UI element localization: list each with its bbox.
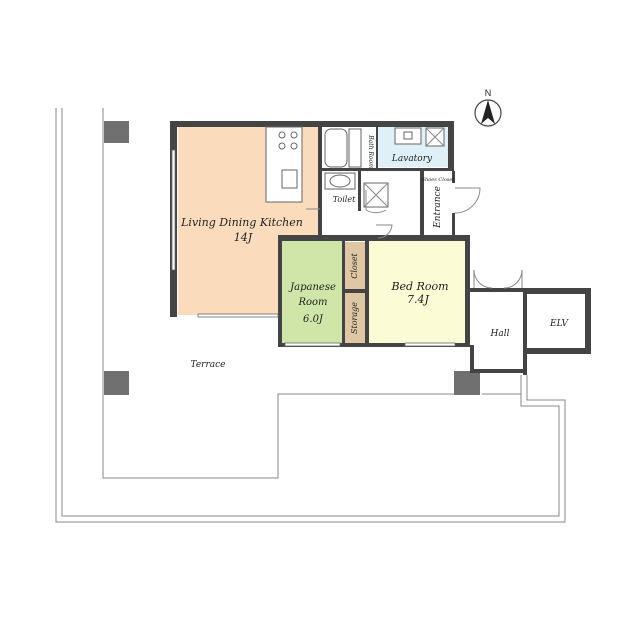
- japanese-size: 6.0J: [303, 314, 324, 325]
- windows: [171, 149, 456, 347]
- storage-label: Storage: [350, 302, 359, 334]
- washing-machine: [363, 182, 389, 208]
- toilet-label: Toilet: [333, 195, 356, 204]
- japanese-label-1: Japanese: [288, 282, 336, 293]
- closet-label: Closet: [350, 252, 359, 278]
- bedroom-fill: [369, 241, 465, 345]
- japanese-room-fill: [282, 241, 342, 345]
- toilet-fixture: [324, 172, 356, 190]
- storage-fill: [345, 293, 365, 343]
- entrance-label: Entrance: [433, 186, 443, 229]
- pillar-bottom-right: [454, 371, 480, 395]
- bedroom-label: Bed Room: [390, 280, 448, 293]
- north-label: N: [485, 88, 492, 98]
- kitchen-counter: [265, 126, 303, 203]
- japanese-label-2: Room: [297, 297, 327, 308]
- terrace-outline: [55, 108, 566, 523]
- lavatory-label: Lavatory: [391, 154, 433, 164]
- hall-label: Hall: [490, 329, 510, 339]
- closet-fill: [345, 242, 365, 289]
- bathtub: [324, 128, 362, 168]
- terrace-label: Terrace: [191, 360, 226, 370]
- pillar-bottom-left: [104, 371, 129, 395]
- elv-label: ELV: [549, 319, 569, 329]
- shoes-closet-label: Shoes Closet: [422, 177, 456, 183]
- ldk-size: 14J: [234, 231, 253, 244]
- ldk-label: Living Dining Kitchen: [180, 216, 303, 229]
- ldk-fill-lower: [178, 200, 280, 315]
- walls: [170, 121, 591, 375]
- pillar-top-left: [104, 121, 129, 143]
- bath-label: Bath Room: [367, 134, 374, 169]
- north-arrow: N: [474, 88, 502, 127]
- bedroom-size: 7.4J: [407, 293, 429, 306]
- doors: [306, 187, 523, 289]
- washbasin: [394, 127, 445, 147]
